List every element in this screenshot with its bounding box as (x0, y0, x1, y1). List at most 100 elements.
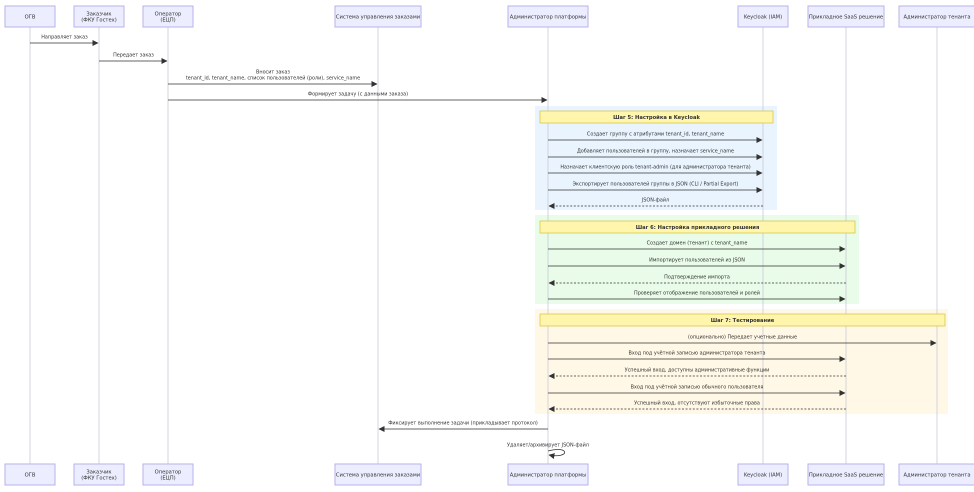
actor-customer-bottom: Заказчик(ФКУ Гостех) (73, 463, 125, 486)
actor-operator-top-label: (ЕЦП) (160, 17, 175, 23)
message-17-label: Вход под учётной записью обычного пользо… (631, 384, 764, 391)
note-step6-box (539, 220, 856, 234)
actor-admin-top-label: Администратор платформы (510, 14, 587, 20)
actor-oms-bottom: Система управления заказами (334, 463, 422, 486)
message-11: Импортирует пользователей из JSON (548, 257, 846, 269)
actor-customer-top-label: (ФКУ Гостех) (81, 17, 116, 23)
message-10-label: Создает домен (тенант) с tenant_name (647, 241, 748, 247)
message-6-label: Добавляет пользователей в группу, назнач… (577, 148, 734, 155)
actor-operator-bottom-box (142, 463, 194, 486)
actor-admin-bottom: Администратор платформы (507, 463, 589, 486)
message-7: Назначает клиентскую роль tenant-admin (… (548, 165, 763, 176)
message-20: Удаляет/архивирует JSON-файл (507, 442, 589, 459)
message-8-label: Экспортирует пользователей группы в JSON… (573, 181, 739, 188)
message-3-label: tenant_id, tenant_name, список пользоват… (186, 75, 360, 82)
actor-tenant_admin-top: Администратор тенанта (898, 5, 974, 28)
actor-saas-top: Прикладное SaaS решение (807, 5, 885, 28)
group-step7-area (535, 309, 948, 414)
message-8: Экспортирует пользователей группы в JSON… (548, 181, 763, 193)
actor-saas-bottom-label: Прикладное SaaS решение (809, 472, 883, 478)
message-15-label: Вход под учётной записью администратора … (629, 350, 766, 357)
actor-ogv-top-label: ОГВ (25, 14, 36, 20)
message-11-label: Импортирует пользователей из JSON (649, 257, 745, 264)
message-7-label: Назначает клиентскую роль tenant-admin (… (560, 165, 750, 171)
actor-customer-bottom-label: Заказчик (86, 469, 111, 475)
message-12-label: Подтверждение импорта (664, 275, 730, 281)
actor-keycloak-bottom-label: Keycloak (IAM) (744, 472, 782, 478)
note-step7-title: Шаг 7: Тестирование (711, 318, 775, 324)
message-14-label: (опционально) Передает учетные данные (688, 335, 797, 341)
actor-ogv-top-box (4, 5, 56, 28)
actor-ogv-top: ОГВ (4, 5, 56, 28)
message-13: Проверяет отображение пользователей и ро… (548, 290, 846, 302)
message-1-label: Направляет заказ (41, 35, 88, 41)
actor-keycloak-top-box (737, 5, 789, 28)
actor-keycloak-top-label: Keycloak (IAM) (744, 14, 782, 20)
actor-customer-bottom-label: (ФКУ Гостех) (81, 475, 116, 481)
actor-tenant_admin-bottom-label: Администратор тенанта (903, 472, 970, 478)
note-step5-box (539, 110, 774, 124)
message-19-label: Фиксирует выполнение задачи (прикладывае… (388, 421, 538, 427)
actor-tenant_admin-bottom-box (898, 463, 974, 486)
actor-oms-top: Система управления заказами (334, 5, 422, 28)
message-5-label: Создает группу с атрибутами tenant_id, t… (587, 132, 724, 138)
message-13-label: Проверяет отображение пользователей и ро… (634, 290, 760, 297)
actor-operator-bottom-label: (ЕЦП) (160, 475, 175, 481)
actor-ogv-bottom-box (4, 463, 56, 486)
actor-keycloak-top: Keycloak (IAM) (737, 5, 789, 28)
message-10: Создает домен (тенант) с tenant_name (548, 241, 846, 252)
actor-saas-top-box (807, 5, 885, 28)
actor-ogv-bottom-label: ОГВ (25, 472, 36, 478)
actor-operator-top-label: Оператор (155, 11, 182, 17)
actor-customer-top-box (73, 5, 125, 28)
actor-saas-top-label: Прикладное SaaS решение (809, 14, 883, 20)
actor-admin-top-box (507, 5, 589, 28)
actor-saas-bottom: Прикладное SaaS решение (807, 463, 885, 486)
message-14: (опционально) Передает учетные данные (548, 335, 937, 346)
actor-tenant_admin-top-box (898, 5, 974, 28)
message-4: Формирует задачу (с данными заказа) (168, 92, 548, 103)
note-step5-title: Шаг 5: Настройка в Keycloak (613, 114, 700, 121)
actor-tenant_admin-bottom: Администратор тенанта (898, 463, 974, 486)
message-9: JSON-файл (548, 197, 763, 209)
note-step6-title: Шаг 6: Настройка прикладного решения (636, 224, 760, 231)
actor-keycloak-bottom: Keycloak (IAM) (737, 463, 789, 486)
actor-admin-bottom-box (507, 463, 589, 486)
message-20-label: Удаляет/архивирует JSON-файл (507, 442, 589, 449)
actor-operator-bottom-label: Оператор (155, 469, 182, 475)
actor-customer-top: Заказчик(ФКУ Гостех) (73, 5, 125, 28)
message-1: Направляет заказ (30, 35, 99, 46)
note-step7-box (539, 313, 946, 327)
actor-saas-bottom-box (807, 463, 885, 486)
message-20-arrow (547, 449, 566, 459)
actor-tenant_admin-top-label: Администратор тенанта (903, 14, 970, 20)
message-2: Передает заказ (99, 53, 168, 64)
message-16-label: Успешный вход, доступны административные… (625, 367, 770, 374)
actor-customer-top-label: Заказчик (86, 11, 111, 17)
actor-operator-bottom: Оператор(ЕЦП) (142, 463, 194, 486)
actor-oms-bottom-label: Система управления заказами (336, 472, 420, 478)
message-15: Вход под учётной записью администратора … (548, 350, 846, 362)
actor-customer-bottom-box (73, 463, 125, 486)
message-4-label: Формирует задачу (с данными заказа) (308, 92, 408, 98)
message-9-label: JSON-файл (641, 197, 669, 204)
message-17: Вход под учётной записью обычного пользо… (548, 384, 846, 396)
actor-admin-top: Администратор платформы (507, 5, 589, 28)
message-16: Успешный вход, доступны административные… (548, 367, 846, 379)
message-3-label: Вносит заказ (256, 70, 290, 76)
actor-operator-top-box (142, 5, 194, 28)
message-5: Создает группу с атрибутами tenant_id, t… (548, 132, 763, 143)
actor-oms-top-label: Система управления заказами (336, 14, 420, 20)
message-18: Успешный вход, отсутствуют избыточные пр… (548, 400, 846, 412)
message-6: Добавляет пользователей в группу, назнач… (548, 148, 763, 160)
message-12: Подтверждение импорта (548, 275, 846, 286)
message-2-label: Передает заказ (113, 53, 154, 59)
message-19: Фиксирует выполнение задачи (прикладывае… (378, 421, 548, 432)
actor-operator-top: Оператор(ЕЦП) (142, 5, 194, 28)
actor-admin-bottom-label: Администратор платформы (510, 472, 587, 478)
actor-ogv-bottom: ОГВ (4, 463, 56, 486)
actor-oms-top-box (334, 5, 422, 28)
actor-keycloak-bottom-box (737, 463, 789, 486)
